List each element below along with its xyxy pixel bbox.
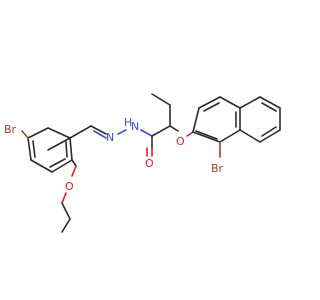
bond-ch-n <box>90 125 107 135</box>
bond <box>27 137 32 161</box>
bromine-left-label: Br <box>4 123 17 136</box>
bond <box>259 129 281 143</box>
bond-ethyl-2 <box>61 218 71 233</box>
double-bond-inner <box>261 126 277 137</box>
bond-o-naph <box>186 131 194 137</box>
left-benzene-ring <box>27 127 73 173</box>
bond-alpha-o <box>169 125 179 132</box>
bond <box>192 107 200 133</box>
double-bond-inner <box>203 102 220 112</box>
naphthalene-ring <box>192 96 281 143</box>
nitrogen-amide-label: N <box>131 120 139 133</box>
double-bond-inner <box>32 140 36 158</box>
bond-ethyl-1 <box>61 202 71 220</box>
bond-o-left-up <box>71 165 77 177</box>
bond <box>69 137 73 161</box>
bond-n-n <box>117 129 127 135</box>
oxygen-ether-left-label: O <box>65 180 74 193</box>
bond <box>51 159 73 173</box>
bond-o-left-down <box>61 192 67 204</box>
bond-ring-ch <box>69 125 92 139</box>
bond-c-br-left <box>21 130 29 139</box>
structure-canvas: Br O N H N O O <box>4 93 281 233</box>
double-bond-inner <box>195 130 218 140</box>
bond <box>198 96 221 109</box>
double-bond-inner <box>65 141 68 158</box>
bond <box>192 131 221 143</box>
nh-hydrogen-label: H <box>124 116 132 129</box>
bromine-right-label: Br <box>211 162 224 175</box>
oxygen-carbonyl-label: O <box>145 157 154 170</box>
bond-n-c <box>140 129 153 137</box>
bond <box>47 137 71 151</box>
double-bond-inner <box>261 102 277 112</box>
bond <box>219 96 241 109</box>
bond <box>71 159 77 167</box>
bond <box>259 96 281 109</box>
double-bond-inner <box>49 158 66 168</box>
bond <box>239 129 261 143</box>
nitrogen-imine-label: N <box>106 131 114 144</box>
bond <box>27 127 49 139</box>
bond <box>47 127 71 139</box>
bond-c-alpha <box>151 125 171 137</box>
bond <box>30 159 53 173</box>
bond-ch2-ch3 <box>151 93 171 106</box>
bond <box>239 96 261 109</box>
bond <box>219 129 241 143</box>
bond-ch-n-double <box>93 130 107 139</box>
oxygen-ether-right-label: O <box>176 135 185 148</box>
